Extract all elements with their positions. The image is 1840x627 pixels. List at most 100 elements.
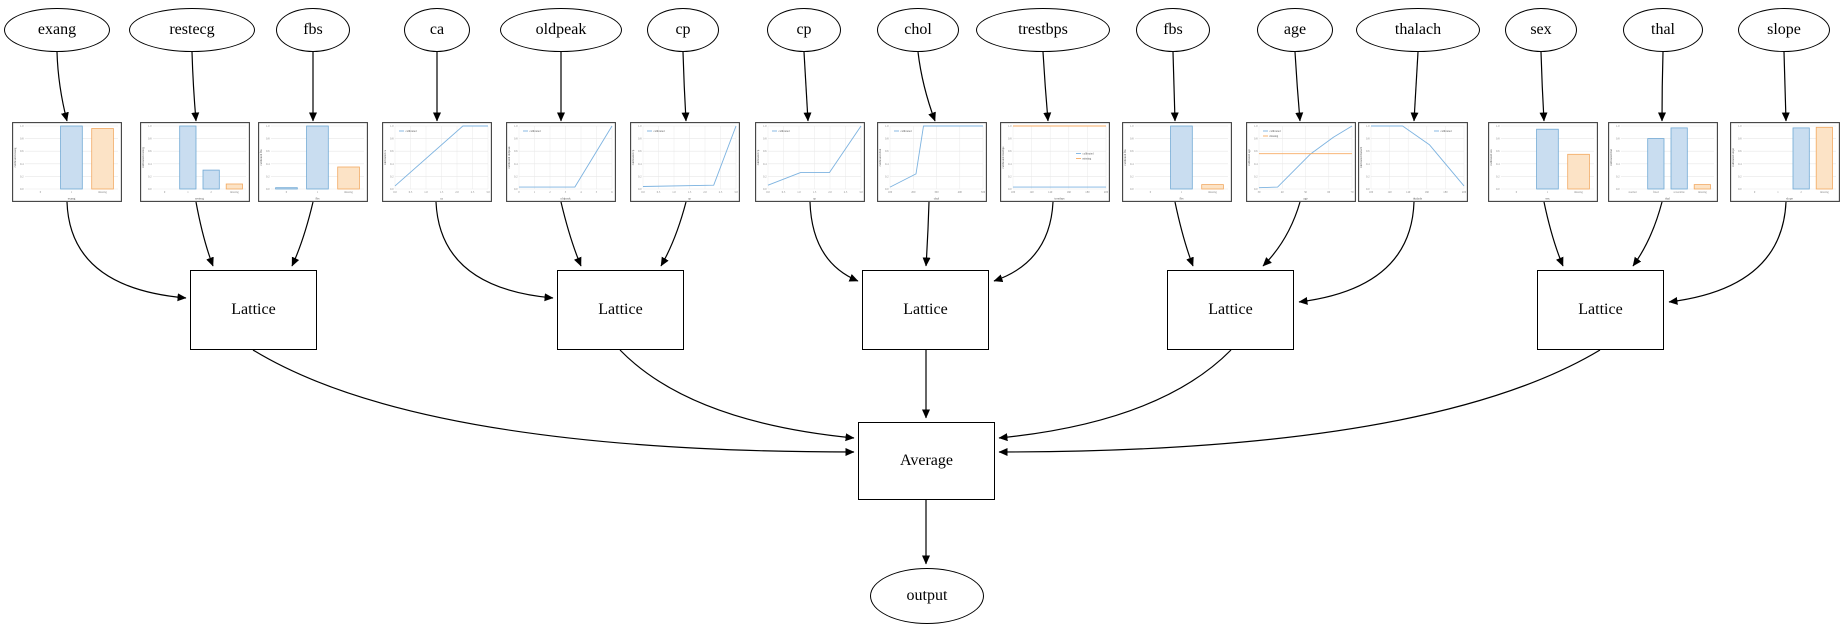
y-tick-label: 0.0 <box>1366 188 1370 191</box>
y-tick-label: 0.6 <box>1738 150 1742 153</box>
average-label: Average <box>900 452 953 469</box>
lattice-label: Lattice <box>1578 301 1623 318</box>
feature-node-thalach: thalach <box>1356 8 1480 52</box>
calibration-line <box>1258 125 1353 189</box>
feature-node-cp_b: cp <box>767 8 841 52</box>
feature-node-fbs_b: fbs <box>1136 8 1210 52</box>
y-tick-label: 0.8 <box>763 138 767 141</box>
legend-label: calibrated <box>406 130 418 133</box>
edge-arrow <box>998 349 1601 456</box>
y-tick-label: 0.6 <box>885 150 889 153</box>
feature-label: age <box>1283 21 1307 38</box>
x-tick-label: 0.0 <box>393 191 397 194</box>
x-tick-label: 0.5 <box>657 191 661 194</box>
calibration-bar <box>275 187 298 190</box>
y-tick-label: 0.6 <box>1366 150 1370 153</box>
y-axis-label: calibrated fbs <box>1123 149 1127 166</box>
calibration-bar <box>1815 126 1833 190</box>
edge-arrow <box>291 201 314 267</box>
x-category-label: 1 <box>187 191 189 194</box>
y-tick-label: 1.0 <box>266 125 270 128</box>
feature-node-oldpeak: oldpeak <box>500 8 622 52</box>
calibration-bar <box>179 125 197 190</box>
feature-label: slope <box>1767 21 1801 38</box>
y-tick-label: 1.0 <box>1496 125 1500 128</box>
x-tick-label: 1.0 <box>797 191 801 194</box>
feature-label: restecg <box>169 21 215 38</box>
y-axis-label: calibrated cp <box>756 149 760 165</box>
y-tick-label: 0.6 <box>1008 150 1012 153</box>
y-tick-label: 0.0 <box>1738 188 1742 191</box>
x-tick-label: 0.0 <box>641 191 645 194</box>
y-tick-label: 0.6 <box>20 150 24 153</box>
x-category-label: missing <box>1574 191 1583 194</box>
edge-arrow <box>195 201 214 267</box>
feature-node-sex: sex <box>1505 8 1577 52</box>
y-tick-label: 0.2 <box>1254 175 1258 178</box>
x-tick-label: 2.0 <box>455 191 459 194</box>
x-category-label: 1 <box>317 191 319 194</box>
x-tick-label: 2.0 <box>703 191 707 194</box>
x-category-label: missing <box>98 191 107 194</box>
y-tick-label: 0.2 <box>1366 175 1370 178</box>
y-tick-label: 0.4 <box>514 163 518 166</box>
x-tick-label: 400 <box>958 191 963 194</box>
y-tick-label: 0.6 <box>514 150 518 153</box>
x-category-label: 0 <box>40 191 42 194</box>
calibration-line <box>889 125 983 188</box>
calibration-bar <box>1693 184 1711 190</box>
x-tick-label: 180 <box>1085 191 1090 194</box>
x-tick-label: 50 <box>1304 191 1307 194</box>
feature-label: sex <box>1530 21 1552 38</box>
x-category-label: 0 <box>286 191 288 194</box>
y-tick-label: 0.8 <box>885 138 889 141</box>
y-tick-label: 0.2 <box>638 175 642 178</box>
y-tick-label: 0.6 <box>638 150 642 153</box>
edge-arrow <box>1658 51 1667 122</box>
y-tick-label: 0.0 <box>266 188 270 191</box>
legend-label: calibrated <box>1441 130 1453 133</box>
calibration-bar <box>1170 125 1193 190</box>
feature-label: fbs <box>303 21 323 38</box>
y-tick-label: 0.2 <box>1496 175 1500 178</box>
edge-arrow <box>619 349 855 442</box>
calibration-bar <box>225 183 243 190</box>
calibration-bar <box>337 166 360 190</box>
y-tick-label: 1.0 <box>638 125 642 128</box>
x-tick-label: 0.0 <box>766 191 770 194</box>
y-axis-label: calibrated ca <box>383 149 387 165</box>
x-axis-label: cp <box>688 197 691 201</box>
x-tick-label: 500 <box>981 191 986 194</box>
y-tick-label: 0.0 <box>20 188 24 191</box>
y-tick-label: 0.6 <box>148 150 152 153</box>
y-tick-label: 0.8 <box>1738 138 1742 141</box>
y-tick-label: 0.6 <box>763 150 767 153</box>
calibration-line <box>767 125 862 186</box>
y-axis-label: calibrated sex <box>1489 149 1493 166</box>
calibration-line <box>1371 125 1465 187</box>
feature-node-slope: slope <box>1738 8 1830 52</box>
y-tick-label: 0.2 <box>266 175 270 178</box>
y-tick-label: 0.2 <box>20 175 24 178</box>
feature-node-restecg: restecg <box>129 8 255 52</box>
lattice-node-1: Lattice <box>190 270 317 350</box>
feature-label: ca <box>429 21 445 38</box>
feature-node-ca: ca <box>404 8 470 52</box>
calibration-line <box>642 125 737 187</box>
y-tick-label: 0.4 <box>266 163 270 166</box>
x-tick-label: 160 <box>1425 191 1430 194</box>
feature-label: oldpeak <box>535 21 587 38</box>
calibration-bar <box>1201 184 1224 190</box>
feature-node-age: age <box>1257 8 1333 52</box>
y-tick-label: 0.2 <box>1008 175 1012 178</box>
edge-arrow <box>993 201 1054 283</box>
y-tick-label: 0.0 <box>1130 188 1134 191</box>
y-tick-label: 0.4 <box>1008 163 1012 166</box>
y-tick-label: 0.8 <box>1496 138 1500 141</box>
calibration-bar <box>1647 138 1665 190</box>
